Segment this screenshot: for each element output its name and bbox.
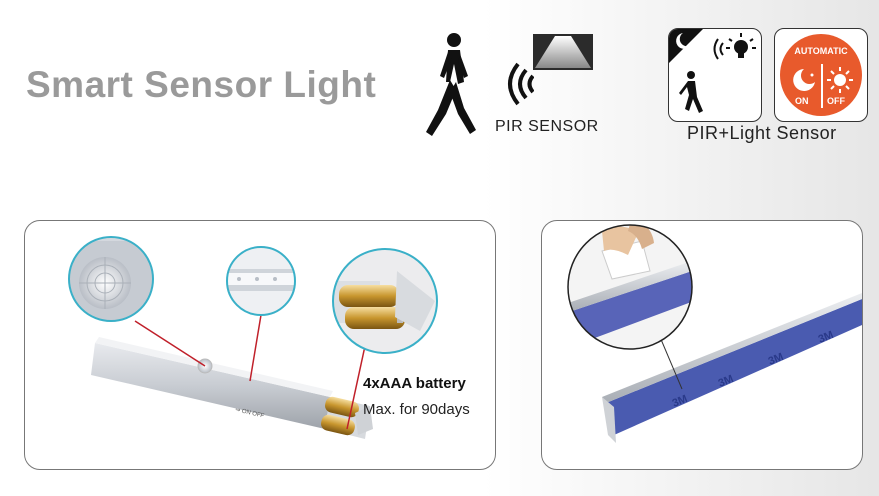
svg-text:3M: 3M	[817, 329, 836, 346]
divider	[821, 64, 823, 108]
walking-person-icon	[679, 71, 703, 113]
light-bar: ⇒ ON OFF	[91, 337, 373, 439]
moon-icon	[793, 69, 815, 91]
page-title: Smart Sensor Light	[26, 64, 377, 105]
3m-tape-icon: 3M 3M 3M 3M	[671, 329, 836, 410]
pir-light-sensor-panel	[668, 28, 762, 122]
automatic-badge: AUTOMATIC ON OFF	[774, 28, 868, 122]
svg-text:3M: 3M	[671, 393, 690, 410]
on-label: ON	[795, 96, 809, 106]
adhesive-illustration: 3M 3M 3M 3M	[567, 224, 862, 443]
tape-peel-callout	[567, 224, 693, 350]
light-bar-tape: 3M 3M 3M 3M	[602, 293, 862, 443]
battery-callout	[332, 248, 438, 354]
signal-waves-icon	[508, 62, 534, 106]
moon-icon	[676, 33, 691, 49]
svg-text:3M: 3M	[717, 373, 736, 390]
signal-waves-icon	[713, 38, 724, 60]
svg-text:3M: 3M	[767, 351, 786, 368]
lightbulb-icon	[726, 33, 756, 58]
battery-label: 4xAAA battery	[363, 375, 466, 392]
sun-icon	[827, 67, 853, 93]
pir-sensor-label: PIR SENSOR	[495, 118, 599, 135]
pir-light-sensor-label: PIR+Light Sensor	[687, 123, 837, 143]
light-strip-callout	[226, 246, 296, 316]
automatic-label: AUTOMATIC	[794, 46, 848, 56]
sensor-window-icon	[533, 34, 593, 70]
walking-person-icon	[426, 33, 476, 136]
product-illustration: ⇒ ON OFF	[68, 236, 438, 439]
product-battery-card: ⇒ ON OFF	[24, 220, 496, 470]
battery-duration-label: Max. for 90days	[363, 401, 470, 418]
product-adhesive-card: 3M 3M 3M 3M	[541, 220, 863, 470]
pir-lens-callout	[68, 236, 154, 322]
off-label: OFF	[827, 96, 845, 106]
